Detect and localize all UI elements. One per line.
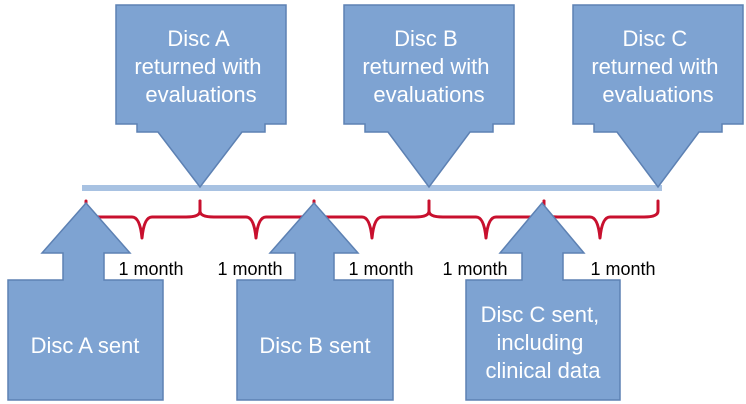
up-arrow-callout — [236, 201, 394, 401]
returned-callout-a: Disc A returned with evaluations — [115, 4, 287, 189]
sent-callout-a: Disc A sent — [7, 201, 164, 401]
callout-text: Disc B returned with evaluations — [362, 26, 495, 107]
returned-callout-c: Disc C returned with evaluations — [572, 4, 744, 189]
returned-callout-b: Disc B returned with evaluations — [343, 4, 515, 189]
month-labels: 1 month 1 month 1 month 1 month 1 month — [104, 254, 670, 282]
month-label: 1 month — [217, 259, 282, 279]
callout-text: Disc A returned with evaluations — [134, 26, 267, 107]
up-arrow-callout — [7, 201, 164, 401]
down-arrow-callout — [115, 4, 287, 189]
month-label: 1 month — [442, 259, 507, 279]
down-arrow-callout — [572, 4, 744, 189]
sent-callout-c: Disc C sent, including clinical data — [465, 201, 621, 401]
callout-text: Disc B sent — [259, 333, 370, 358]
sent-callout-b: Disc B sent — [236, 201, 394, 401]
month-label: 1 month — [348, 259, 413, 279]
callout-text: Disc C returned with evaluations — [591, 26, 724, 107]
month-braces — [84, 199, 660, 240]
up-arrow-callout — [465, 201, 621, 401]
callout-text: Disc C sent, including clinical data — [481, 302, 606, 383]
month-label: 1 month — [590, 259, 655, 279]
callout-text: Disc A sent — [31, 333, 140, 358]
down-arrow-callout — [343, 4, 515, 189]
month-label: 1 month — [118, 259, 183, 279]
